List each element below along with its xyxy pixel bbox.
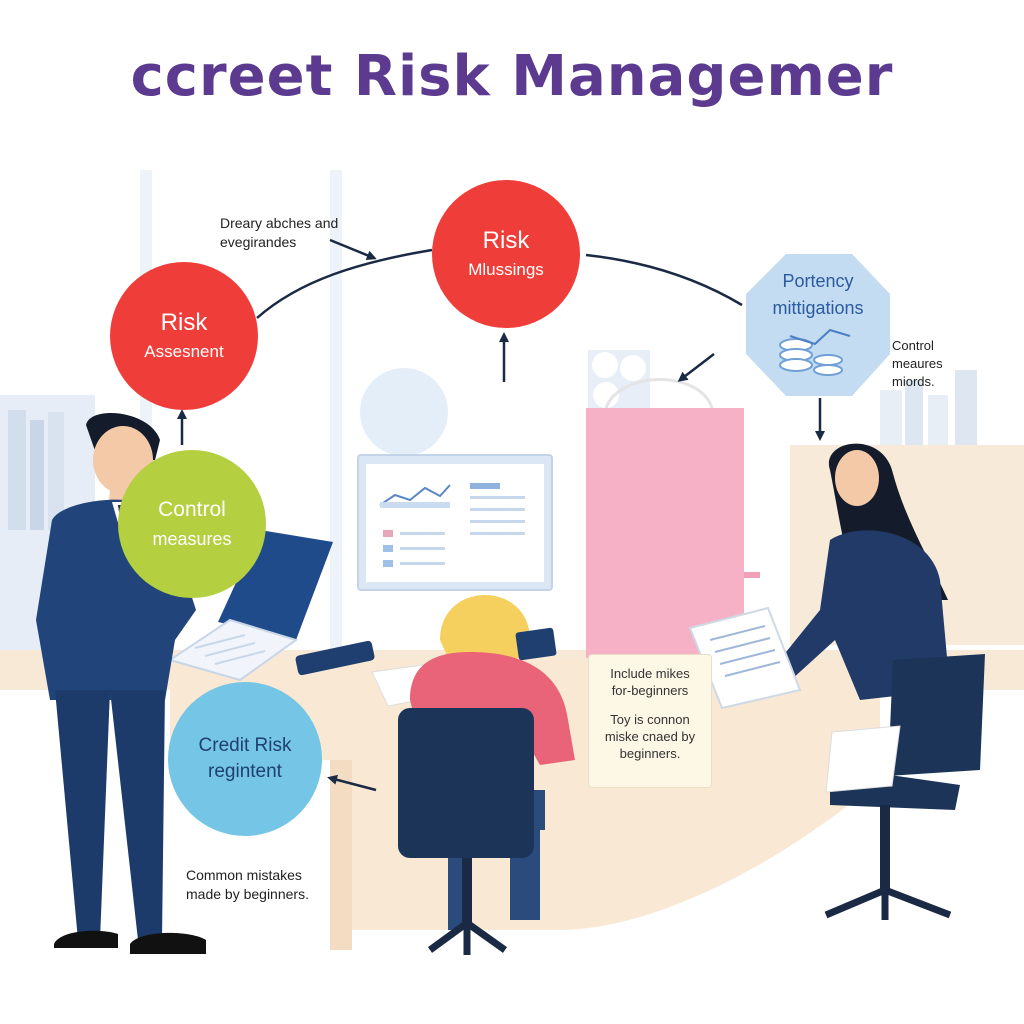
note-right-line1: Control (892, 338, 934, 353)
note-bottom-left-line1: Common mistakes (186, 867, 302, 883)
monitor (357, 454, 553, 591)
node-risk-mlussings-line1: Risk (482, 227, 530, 254)
node-credit-risk: Credit Risk regintent (168, 682, 322, 836)
connectors (177, 238, 825, 792)
seated-woman (398, 595, 575, 955)
standing-woman (688, 443, 985, 920)
node-portency-mitigations: Portency mittigations (746, 268, 890, 334)
node-risk-mlussings: Risk Mlussings (432, 180, 580, 328)
node-control-measures: Control measures (118, 450, 266, 598)
sticky-line1: Include mikes (610, 666, 690, 681)
node-credit-risk-line2: regintent (208, 761, 282, 782)
note-right-line3: miords. (892, 374, 935, 389)
node-control-measures-line1: Control (158, 498, 226, 521)
node-risk-assessment-line2: Assesnent (144, 342, 224, 361)
node-risk-assessment: Risk Assesnent (110, 262, 258, 410)
node-risk-assessment-line1: Risk (160, 309, 208, 336)
note-top-left-line2: evegirandes (220, 234, 297, 250)
note-bottom-left: Common mistakes made by beginners. (186, 866, 309, 904)
pink-board (586, 378, 760, 658)
sticky-line4: miske cnaed by (604, 729, 696, 744)
page-title: ccreet Risk Managemer (130, 44, 894, 109)
laptop (167, 530, 333, 682)
sticky-note: Include mikes for-beginners Toy is conno… (588, 654, 712, 788)
coins-chart-icon (779, 328, 851, 376)
note-right: Control meaures miords. (892, 337, 943, 391)
sticky-line3: Toy is connon (610, 712, 690, 727)
portency-octagon (746, 254, 890, 396)
sticky-line2: for-beginners (611, 683, 689, 698)
note-bottom-left-line2: made by beginners. (186, 886, 309, 902)
node-portency-line1: Portency (782, 271, 854, 291)
globe-lamp (360, 368, 448, 456)
node-portency-line2: mittigations (772, 298, 864, 318)
note-top-left-line1: Dreary abches and (220, 215, 339, 231)
sticky-line5: beginners. (619, 746, 681, 761)
note-right-line2: meaures (892, 356, 943, 371)
node-risk-mlussings-line2: Mlussings (468, 260, 544, 279)
node-control-measures-line2: measures (152, 529, 232, 549)
note-top-left: Dreary abches and evegirandes (220, 214, 338, 252)
tablet (295, 640, 375, 676)
node-credit-risk-line1: Credit Risk (198, 735, 292, 756)
